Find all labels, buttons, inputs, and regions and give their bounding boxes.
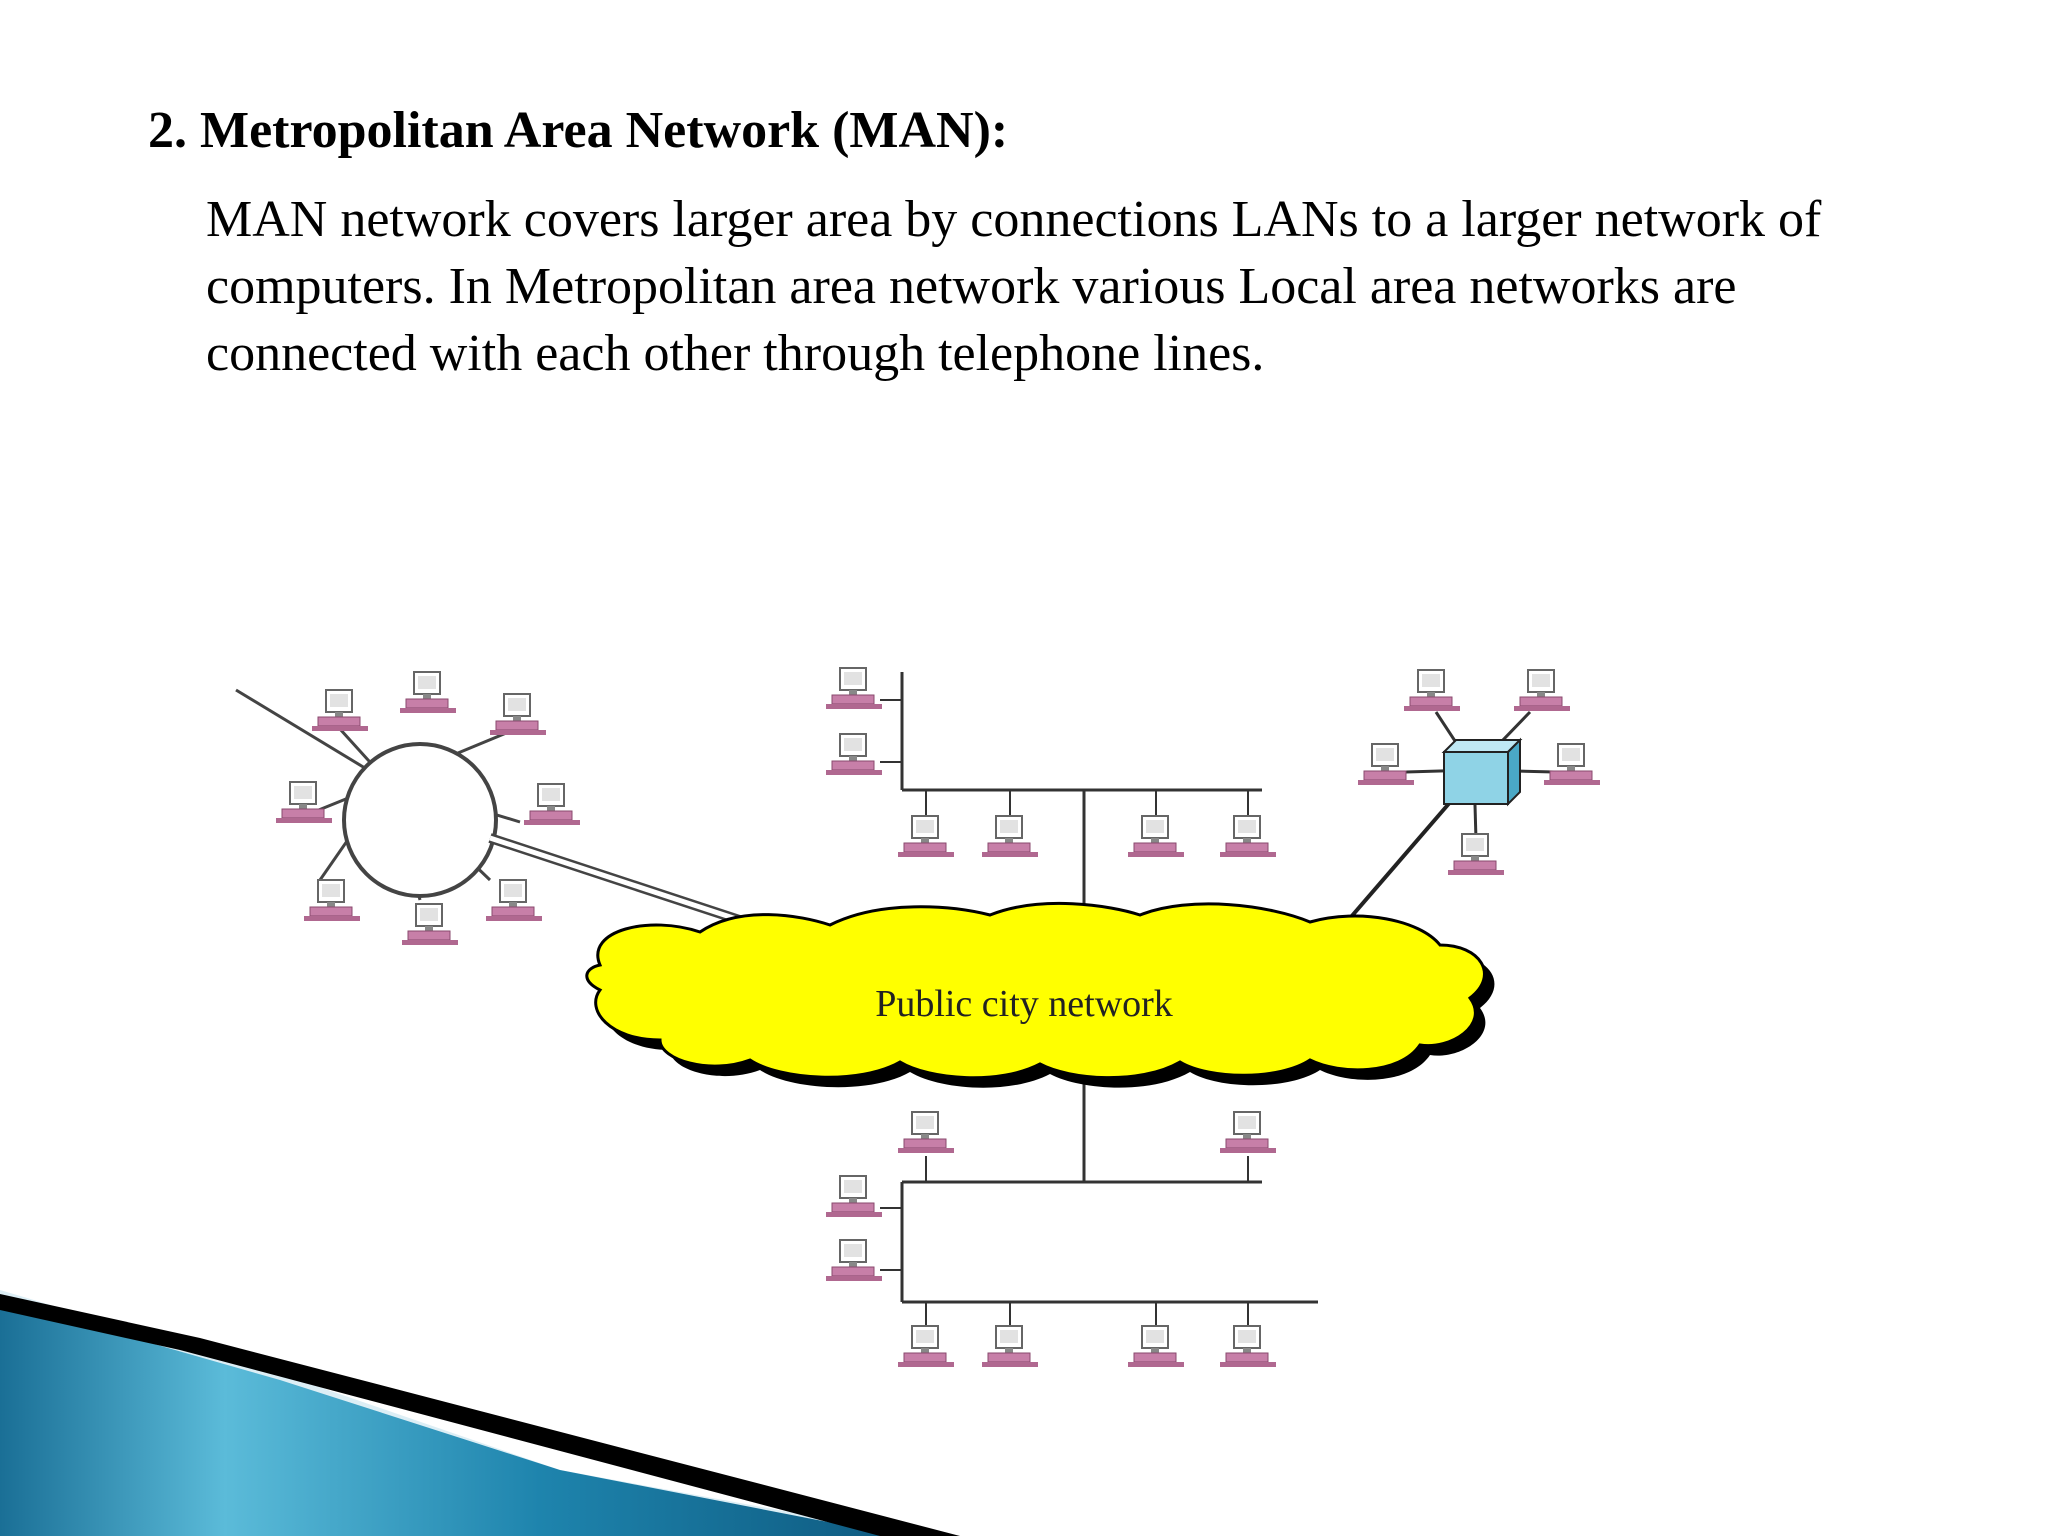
bus-lan-bottom xyxy=(825,1070,1318,1368)
computer-icon xyxy=(1513,669,1571,712)
computer-icon xyxy=(1403,669,1461,712)
computer-icon xyxy=(1357,743,1415,786)
computer-icon xyxy=(1219,1111,1277,1154)
computer-icon xyxy=(1543,743,1601,786)
computer-icon xyxy=(1219,1325,1277,1368)
computer-icon xyxy=(825,667,883,710)
computer-icon xyxy=(897,815,955,858)
computer-icon xyxy=(485,879,543,922)
computer-icon xyxy=(1219,815,1277,858)
computer-icon xyxy=(897,1111,955,1154)
computer-icon xyxy=(1127,1325,1185,1368)
computer-icon xyxy=(981,815,1039,858)
computer-icon xyxy=(401,903,459,946)
computer-icon xyxy=(825,733,883,776)
computer-icon xyxy=(1447,833,1505,876)
star-lan xyxy=(1336,669,1601,934)
computer-icon xyxy=(523,783,581,826)
bus-lan-top xyxy=(825,667,1277,920)
cloud-label: Public city network xyxy=(875,983,1173,1025)
computer-icon xyxy=(311,689,369,732)
computer-icon xyxy=(825,1239,883,1282)
computer-icon xyxy=(1127,815,1185,858)
computer-icon xyxy=(897,1325,955,1368)
slide-heading: 2. Metropolitan Area Network (MAN): xyxy=(148,102,1009,159)
computer-icon xyxy=(489,693,547,736)
slide-body-text: MAN network covers larger area by connec… xyxy=(206,191,1822,382)
ring-lan xyxy=(235,671,787,946)
computer-icon xyxy=(981,1325,1039,1368)
computer-icon xyxy=(303,879,361,922)
hub-icon xyxy=(1443,751,1509,805)
computer-icon xyxy=(275,781,333,824)
public-city-network-cloud: Public city network xyxy=(585,902,1495,1088)
computer-icon xyxy=(399,671,457,714)
computer-icon xyxy=(825,1175,883,1218)
